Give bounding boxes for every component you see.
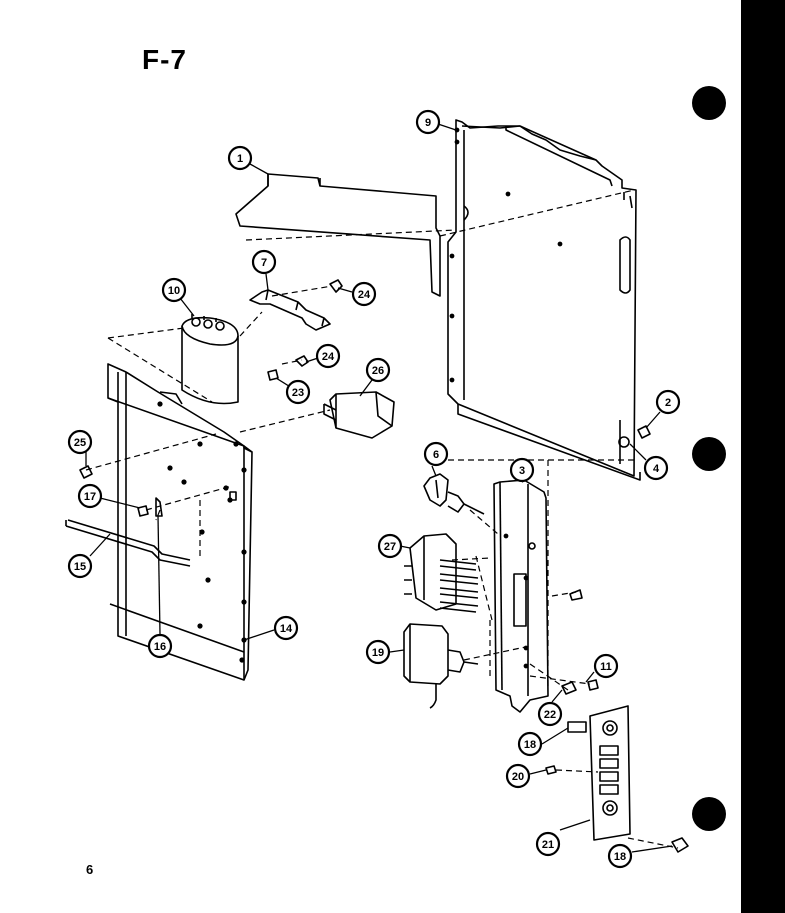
callout-label: 18 [524, 739, 536, 751]
punch-hole-middle [692, 437, 726, 471]
callout-label: 4 [653, 463, 660, 475]
part-control-box-panel [107, 363, 253, 681]
callout-label: 2 [665, 397, 671, 409]
part-terminal-block [404, 533, 479, 613]
callout-label: 27 [384, 541, 396, 553]
callout-label: 6 [433, 449, 439, 461]
binding-edge-bar [741, 0, 785, 913]
callout-label: 22 [544, 709, 556, 721]
callout-15: 15 [67, 553, 93, 579]
callout-label: 25 [74, 437, 86, 449]
part-bracket-strap [249, 289, 331, 331]
callout-9: 9 [415, 109, 441, 135]
part-timer [403, 623, 479, 709]
callout-10: 10 [161, 277, 187, 303]
callout-label: 26 [372, 365, 384, 377]
part-relay [323, 391, 395, 439]
callout-18-lower: 18 [607, 843, 633, 869]
callout-19: 19 [365, 639, 391, 665]
callout-label: 9 [425, 117, 431, 129]
callout-3: 3 [509, 457, 535, 483]
callout-16: 16 [147, 633, 173, 659]
part-side-panel [447, 119, 641, 481]
callouts: 1 9 7 24 10 24 23 26 2 4 25 17 6 3 15 27… [67, 109, 681, 869]
callout-label: 18 [614, 851, 626, 863]
callout-22: 22 [537, 701, 563, 727]
callout-label: 24 [358, 289, 371, 301]
callout-label: 23 [292, 387, 304, 399]
callout-label: 19 [372, 647, 384, 659]
callout-4: 4 [643, 455, 669, 481]
callout-18-upper: 18 [517, 731, 543, 757]
callout-14: 14 [273, 615, 299, 641]
callout-2: 2 [655, 389, 681, 415]
callout-26: 26 [365, 357, 391, 383]
callout-17: 17 [77, 483, 103, 509]
part-cover-plate [235, 173, 441, 297]
assembly-lines [85, 189, 679, 849]
callout-11: 11 [593, 653, 619, 679]
callout-7: 7 [251, 249, 277, 275]
callout-label: 24 [322, 351, 335, 363]
callout-label: 15 [74, 561, 86, 573]
callout-24-lower: 24 [315, 343, 341, 369]
page-number: 6 [86, 862, 94, 877]
part-mounting-bracket [493, 479, 549, 713]
part-capacitor [181, 314, 239, 405]
figure-label: F-7 [142, 44, 187, 75]
callout-24-upper: 24 [351, 281, 377, 307]
callout-20: 20 [505, 763, 531, 789]
callout-label: 10 [168, 285, 180, 297]
part-front-plate [589, 705, 631, 841]
callout-label: 1 [237, 153, 243, 165]
callout-1: 1 [227, 145, 253, 171]
callout-27: 27 [377, 533, 403, 559]
callout-21: 21 [535, 831, 561, 857]
callout-label: 17 [84, 491, 96, 503]
callout-6: 6 [423, 441, 449, 467]
callout-25: 25 [67, 429, 93, 455]
callout-23: 23 [285, 379, 311, 405]
punch-hole-top [692, 86, 726, 120]
callout-label: 20 [512, 771, 524, 783]
callout-label: 7 [261, 257, 267, 269]
part-selector-switch [423, 473, 485, 515]
callout-label: 11 [600, 661, 612, 673]
callout-label: 21 [542, 839, 554, 851]
callout-label: 16 [154, 641, 166, 653]
callout-label: 3 [519, 465, 525, 477]
callout-label: 14 [280, 623, 293, 635]
punch-hole-bottom [692, 797, 726, 831]
